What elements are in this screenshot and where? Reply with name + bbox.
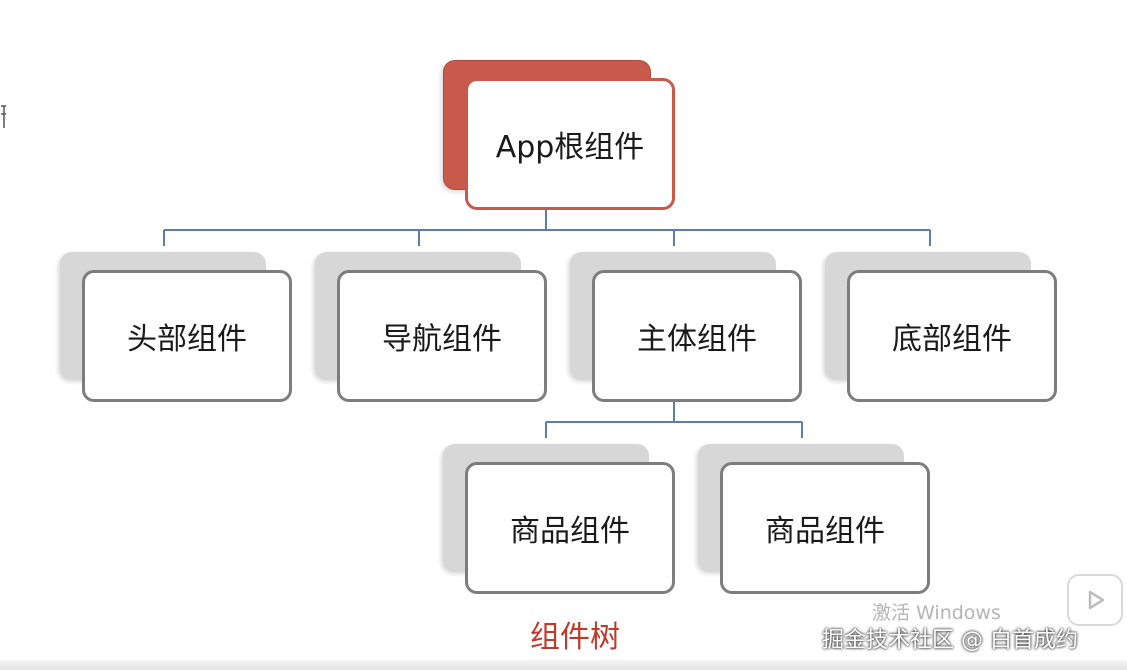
diagram-caption: 组件树 [530, 620, 620, 655]
node-navigation: 导航组件 [315, 252, 547, 402]
play-button[interactable] [1067, 574, 1123, 626]
node-label: 商品组件 [465, 462, 675, 594]
node-label: 底部组件 [847, 270, 1057, 402]
left-edge-fragment [0, 102, 10, 132]
node-label: 商品组件 [720, 462, 930, 594]
node-label: App根组件 [465, 78, 675, 210]
node-product-2: 商品组件 [698, 444, 930, 594]
bottom-strip [0, 660, 1127, 670]
node-main-body: 主体组件 [570, 252, 802, 402]
site-watermark: 掘金技术社区 @ 白首成约 [822, 628, 1078, 653]
node-footer: 底部组件 [825, 252, 1057, 402]
windows-activation-watermark: 激活 Windows [872, 602, 1001, 624]
node-label: 头部组件 [82, 270, 292, 402]
node-app-root: App根组件 [443, 60, 675, 210]
play-icon [1088, 590, 1105, 610]
node-header: 头部组件 [60, 252, 292, 402]
node-label: 导航组件 [337, 270, 547, 402]
node-product-1: 商品组件 [443, 444, 675, 594]
node-label: 主体组件 [592, 270, 802, 402]
